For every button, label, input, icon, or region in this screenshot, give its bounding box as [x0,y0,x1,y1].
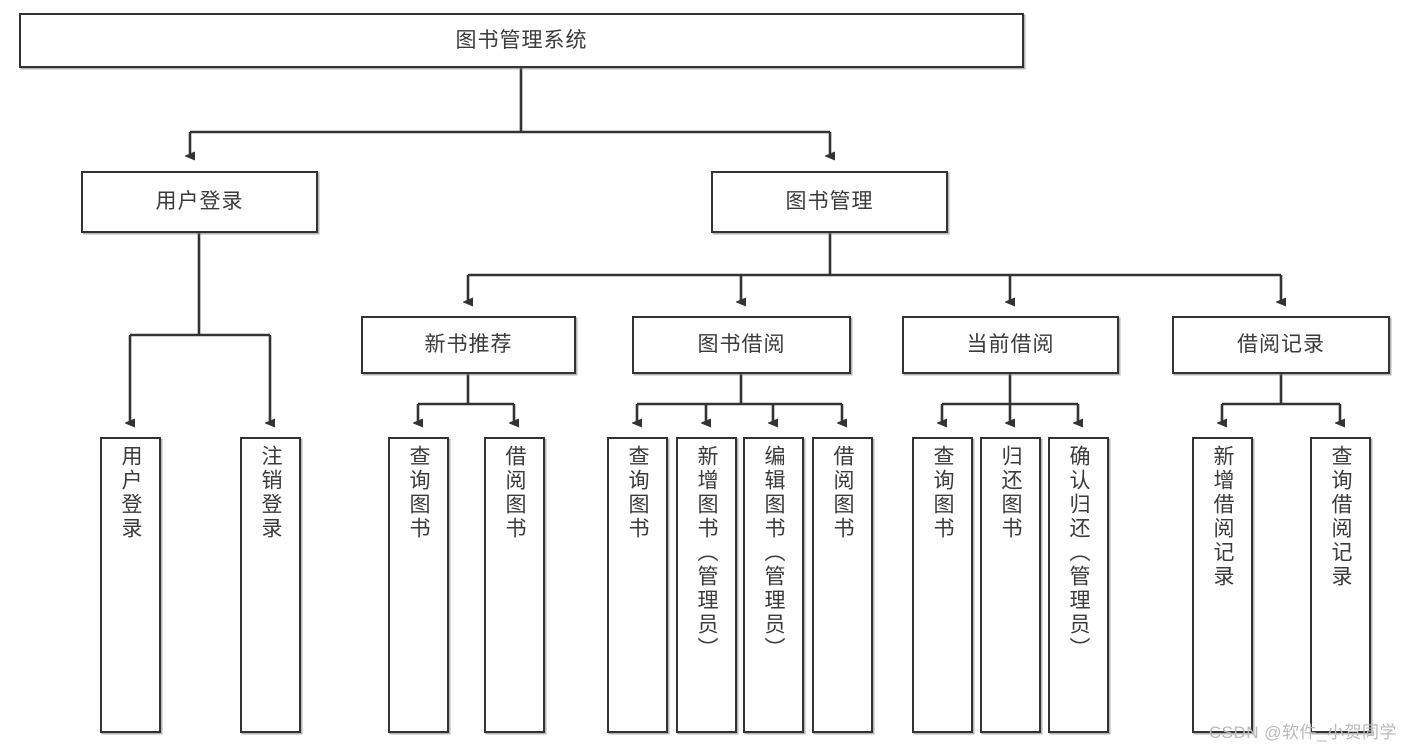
leaf-new-book-borrow[interactable]: 借阅图书 [484,437,545,733]
leaf-new-book-query-label: 查询图书 [407,445,430,541]
leaf-book-borrow-query-label: 查询图书 [626,445,649,541]
leaf-new-book-borrow-label: 借阅图书 [503,445,526,541]
node-user-login[interactable]: 用户登录 [81,171,318,233]
leaf-user-login-signin-label: 用户登录 [119,445,142,541]
leaf-current-borrow-query[interactable]: 查询图书 [912,437,973,733]
leaf-borrow-record-query-label: 查询借阅记录 [1329,445,1352,589]
leaf-current-borrow-query-label: 查询图书 [931,445,954,541]
leaf-user-login-signout[interactable]: 注销登录 [240,437,301,733]
leaf-book-borrow-add-label: 新增图书（管理员） [695,445,718,661]
leaf-current-borrow-return-label: 归还图书 [999,445,1022,541]
node-current-borrow-label: 当前借阅 [966,333,1055,357]
leaf-current-borrow-confirm[interactable]: 确认归还（管理员） [1048,437,1109,733]
node-new-book-recommend-label: 新书推荐 [424,333,513,357]
leaf-book-borrow-lend-label: 借阅图书 [831,445,854,541]
node-book-management-label: 图书管理 [785,190,874,214]
node-book-management[interactable]: 图书管理 [711,171,948,233]
leaf-book-borrow-query[interactable]: 查询图书 [607,437,668,733]
watermark: CSDN @软件_小贺同学 [1208,723,1397,742]
leaf-book-borrow-edit-label: 编辑图书（管理员） [762,445,785,661]
leaf-book-borrow-edit[interactable]: 编辑图书（管理员） [743,437,804,733]
leaf-current-borrow-return[interactable]: 归还图书 [980,437,1041,733]
leaf-user-login-signin[interactable]: 用户登录 [100,437,161,733]
node-current-borrow[interactable]: 当前借阅 [902,316,1119,374]
leaf-current-borrow-confirm-label: 确认归还（管理员） [1067,445,1090,661]
leaf-new-book-query[interactable]: 查询图书 [388,437,449,733]
leaf-book-borrow-lend[interactable]: 借阅图书 [812,437,873,733]
leaf-user-login-signout-label: 注销登录 [259,445,282,541]
node-root[interactable]: 图书管理系统 [19,13,1024,68]
node-book-borrow[interactable]: 图书借阅 [632,316,851,374]
leaf-borrow-record-query[interactable]: 查询借阅记录 [1310,437,1371,733]
leaf-borrow-record-add-label: 新增借阅记录 [1211,445,1234,589]
node-book-borrow-label: 图书借阅 [697,333,786,357]
node-user-login-label: 用户登录 [155,190,244,214]
leaf-book-borrow-add[interactable]: 新增图书（管理员） [676,437,737,733]
leaf-borrow-record-add[interactable]: 新增借阅记录 [1192,437,1253,733]
node-root-label: 图书管理系统 [455,28,588,52]
node-borrow-record-label: 借阅记录 [1237,333,1325,357]
node-borrow-record[interactable]: 借阅记录 [1172,316,1390,374]
node-new-book-recommend[interactable]: 新书推荐 [361,316,576,374]
